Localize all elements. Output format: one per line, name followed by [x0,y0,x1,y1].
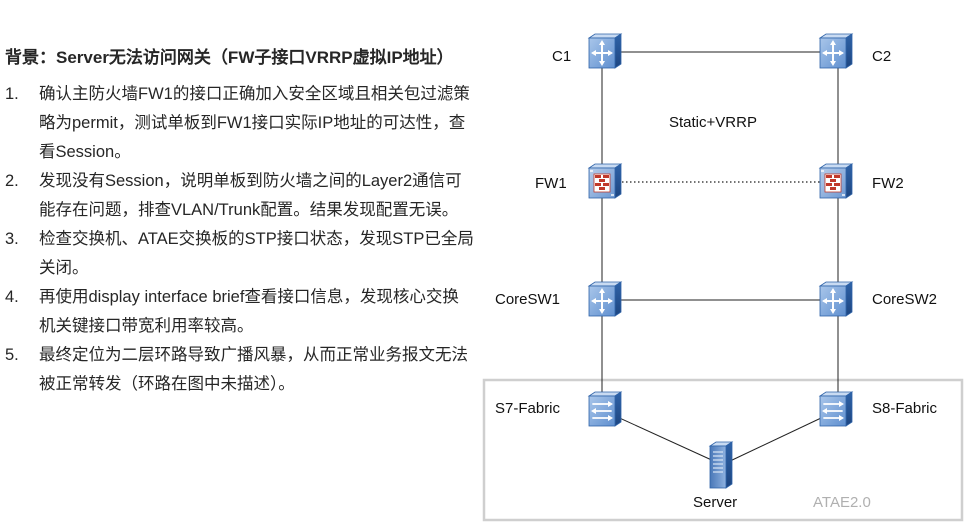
steps-list: 1. 确认主防火墙FW1的接口正确加入安全区域且相关包过滤策略为permit，测试… [5,80,475,399]
label-s8-fabric: S8-Fabric [872,400,938,417]
text-panel: 背景：Server无法访问网关（FW子接口VRRP虚拟IP地址） 1. 确认主防火… [5,46,475,399]
firewall-fw2-icon [819,163,853,199]
label-coresw1: CoreSW1 [495,291,560,308]
step-item: 2. 发现没有Session，说明单板到防火墙之间的Layer2通信可能存在问题，… [5,167,475,225]
step-number: 5. [5,346,19,364]
step-item: 5. 最终定位为二层环路导致广播风暴，从而正常业务报文无法被正常转发（环路在图中未… [5,341,475,399]
step-text: 再使用display interface brief查看接口信息，发现核心交换机… [39,288,459,335]
label-atae: ATAE2.0 [813,494,871,511]
step-text: 检查交换机、ATAE交换板的STP接口状态，发现STP已全局关闭。 [39,230,474,277]
label-fw1: FW1 [535,175,567,192]
label-static-vrrp: Static+VRRP [669,114,757,131]
firewall-fw1-icon [588,163,622,199]
switch-s8-icon [819,391,853,427]
step-item: 3. 检查交换机、ATAE交换板的STP接口状态，发现STP已全局关闭。 [5,225,475,283]
step-number: 4. [5,288,19,306]
step-text: 最终定位为二层环路导致广播风暴，从而正常业务报文无法被正常转发（环路在图中未描述… [39,346,468,393]
server-icon [709,441,733,489]
label-coresw2: CoreSW2 [872,291,937,308]
step-text: 确认主防火墙FW1的接口正确加入安全区域且相关包过滤策略为permit，测试单板… [39,85,470,161]
label-server: Server [693,494,737,511]
router-c1-icon [588,33,622,69]
label-c2: C2 [872,48,891,65]
label-s7-fabric: S7-Fabric [495,400,561,417]
step-number: 3. [5,230,19,248]
step-item: 4. 再使用display interface brief查看接口信息，发现核心交… [5,283,475,341]
switch-s7-icon [588,391,622,427]
step-text: 发现没有Session，说明单板到防火墙之间的Layer2通信可能存在问题，排查… [39,172,462,219]
label-fw2: FW2 [872,175,904,192]
step-item: 1. 确认主防火墙FW1的接口正确加入安全区域且相关包过滤策略为permit，测试… [5,80,475,167]
core-switch-2-icon [819,281,853,317]
label-c1: C1 [552,48,571,65]
step-number: 2. [5,172,19,190]
atae-enclosure [482,378,964,522]
background-heading: 背景：Server无法访问网关（FW子接口VRRP虚拟IP地址） [5,48,454,67]
router-c2-icon [819,33,853,69]
step-number: 1. [5,85,19,103]
core-switch-1-icon [588,281,622,317]
